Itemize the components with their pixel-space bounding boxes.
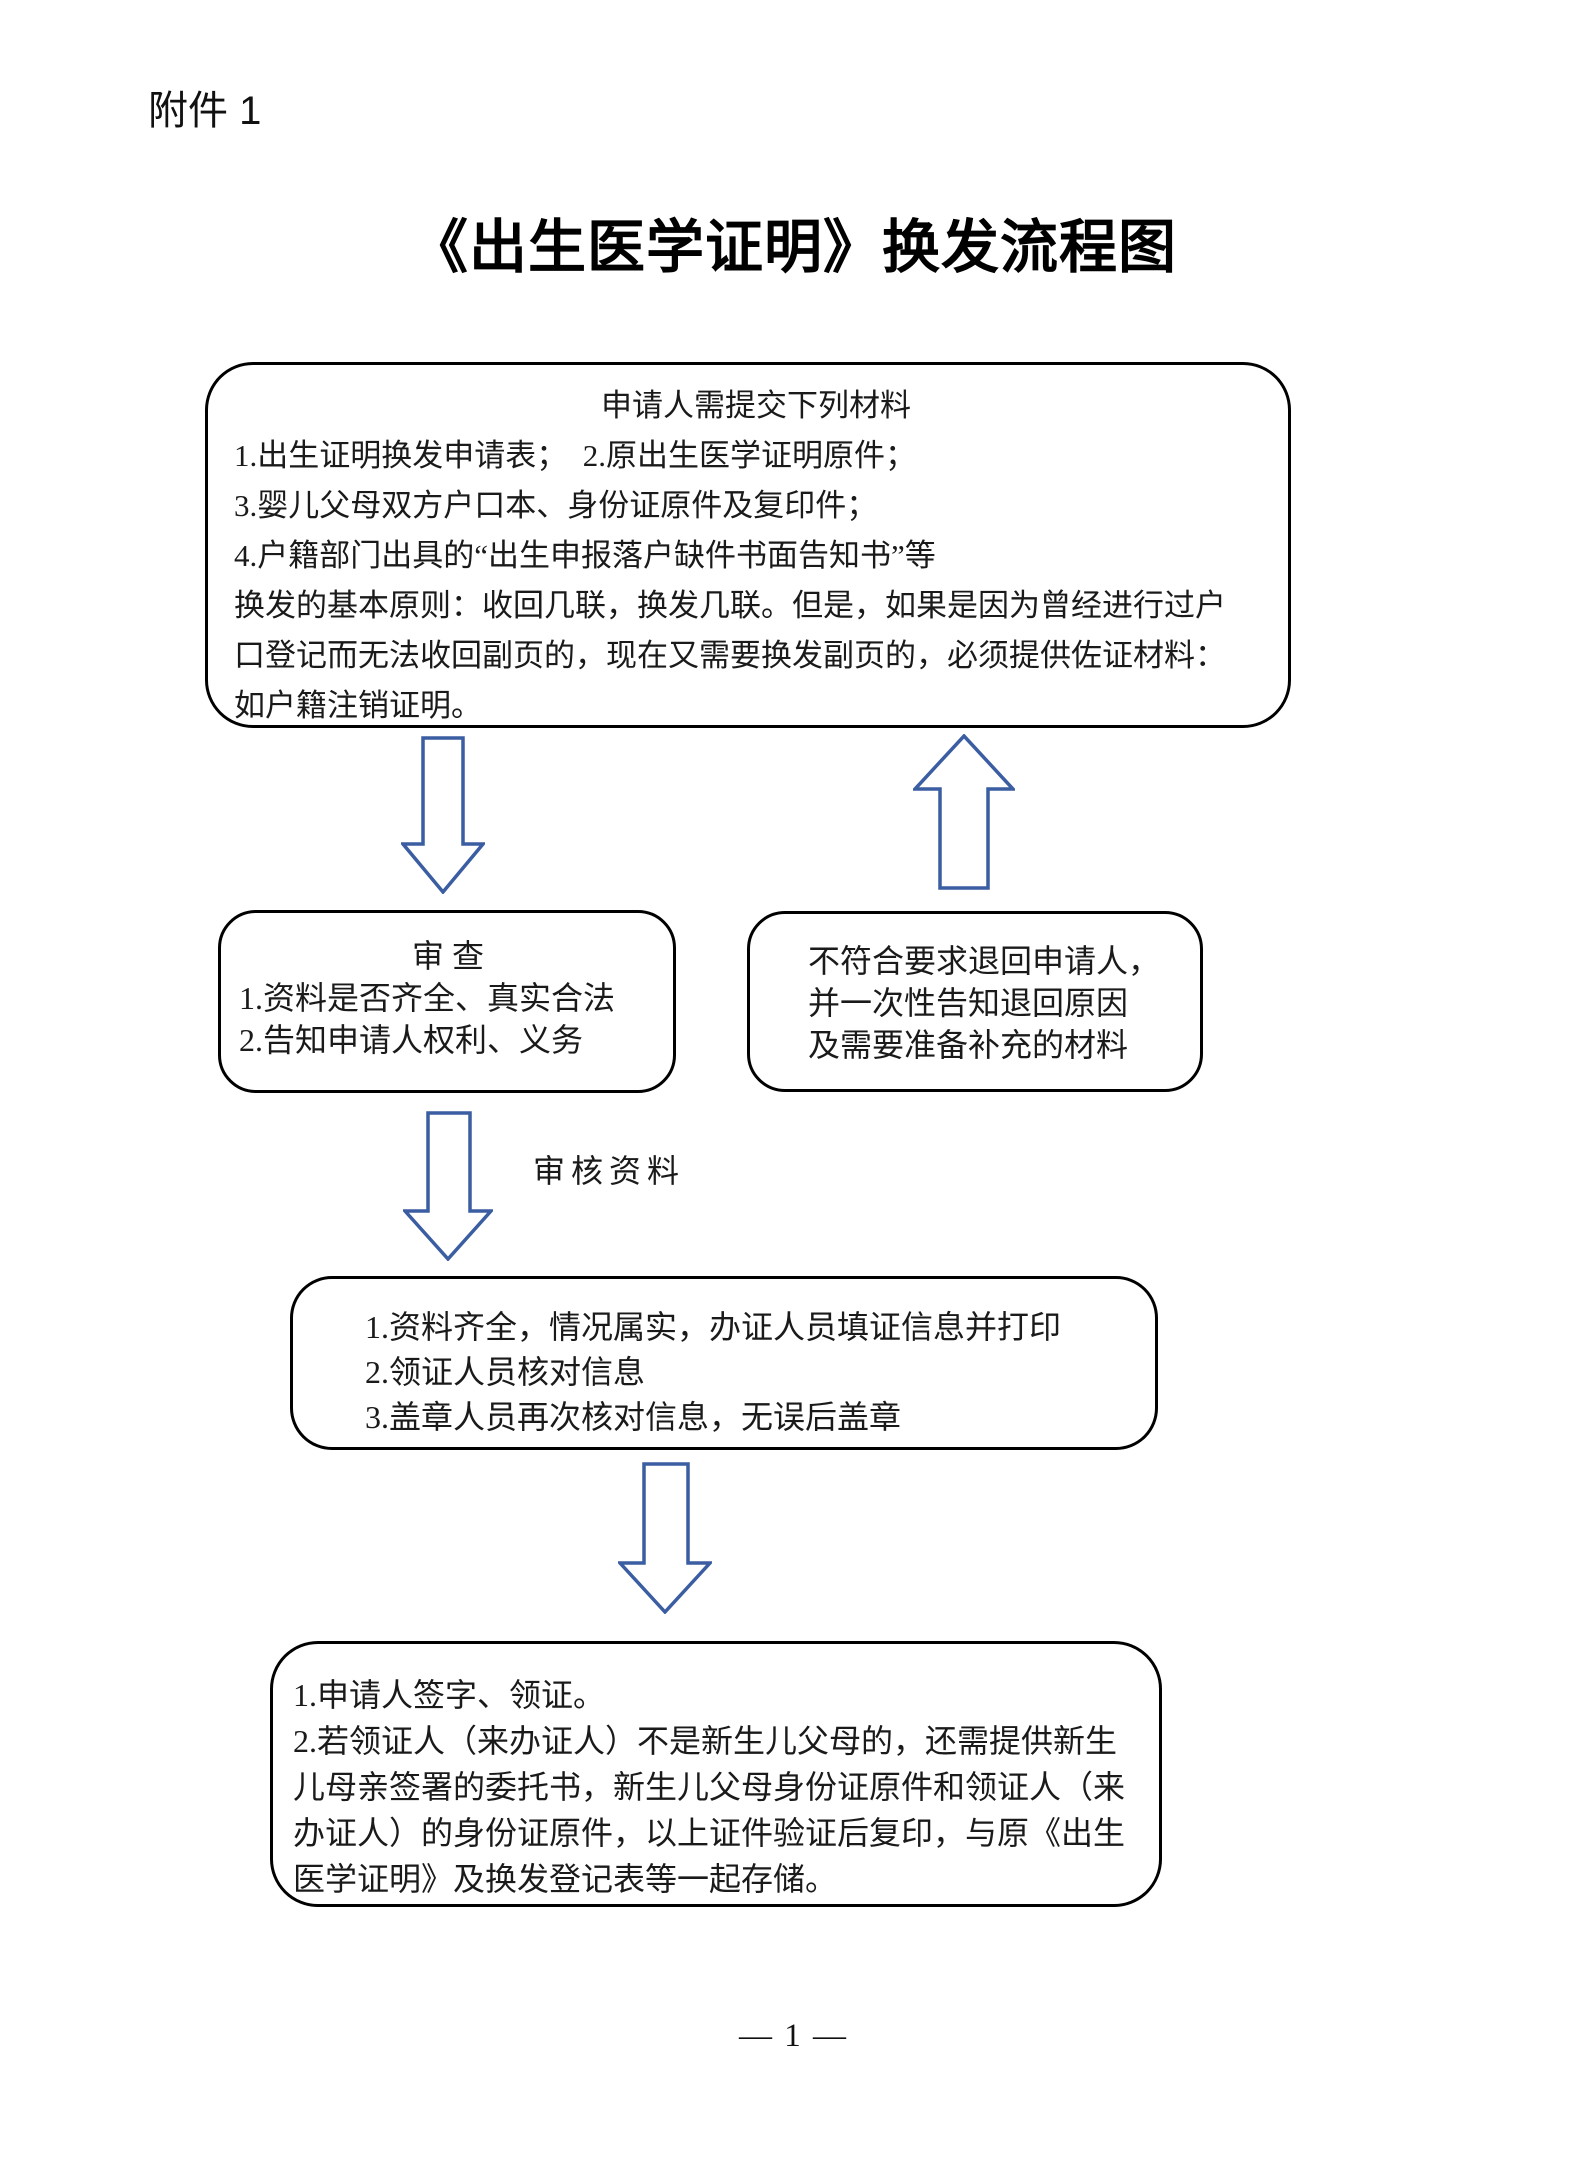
down-arrow-icon (401, 736, 485, 894)
materials-box-heading: 申请人需提交下列材料 (601, 388, 911, 423)
attachment-label: 附件 1 (148, 89, 262, 133)
page-number: — 1 — (739, 2018, 848, 2054)
process-box: 1.资料齐全，情况属实，办证人员填证信息并打印 2.领证人员核对信息 3.盖章人员再… (290, 1276, 1158, 1450)
review-box-lines: 1.资料是否齐全、真实合法 2.告知申请人权利、义务 (239, 977, 665, 1061)
final-box: 1.申请人签字、领证。 2.若领证人（来办证人）不是新生儿父母的，还需提供新生儿母… (270, 1641, 1162, 1907)
text-line: 1.出生证明换发申请表； 2.原出生医学证明原件； (234, 438, 916, 473)
text-line: 4.户籍部门出具的“出生申报落户缺件书面告知书”等 (234, 538, 936, 573)
text-line: 3.盖章人员再次核对信息，无误后盖章 (365, 1399, 902, 1435)
final-box-lines: 1.申请人签字、领证。 2.若领证人（来办证人）不是新生儿父母的，还需提供新生儿母… (293, 1672, 1145, 1902)
text-line: 并一次性告知退回原因 (808, 985, 1129, 1021)
text-line: 口登记而无法收回副页的，现在又需要换发副页的，必须提供佐证材料： (234, 638, 1226, 673)
text-line: 1.资料齐全，情况属实，办证人员填证信息并打印 (365, 1309, 1062, 1345)
text-line: 2.告知申请人权利、义务 (239, 1022, 584, 1058)
text-line: 医学证明》及换发登记表等一起存储。 (293, 1861, 838, 1897)
text-line: 办证人）的身份证原件，以上证件验证后复印，与原《出生 (293, 1815, 1126, 1851)
return-box-lines: 不符合要求退回申请人， 并一次性告知退回原因及需要准备补充的材料 (808, 940, 1192, 1066)
text-line: 及需要准备补充的材料 (808, 1027, 1129, 1063)
review-box: 审查 1.资料是否齐全、真实合法 2.告知申请人权利、义务 (218, 910, 676, 1093)
page-title: 《出生医学证明》换发流程图 (409, 215, 1177, 280)
process-box-lines: 1.资料齐全，情况属实，办证人员填证信息并打印 2.领证人员核对信息 3.盖章人员再… (365, 1305, 1145, 1440)
text-line: 不符合要求退回申请人， (808, 943, 1161, 979)
down-arrow-icon (403, 1111, 493, 1261)
review-arrow-label: 审核资料 (533, 1153, 686, 1189)
text-line: 3.婴儿父母双方户口本、身份证原件及复印件； (234, 488, 878, 523)
materials-box: 申请人需提交下列材料 1.出生证明换发申请表； 2.原出生医学证明原件； 3.婴儿… (205, 362, 1291, 728)
text-line: 儿母亲签署的委托书，新生儿父母身份证原件和领证人（来 (293, 1769, 1126, 1805)
return-box: 不符合要求退回申请人， 并一次性告知退回原因及需要准备补充的材料 (747, 911, 1203, 1092)
text-line: 1.资料是否齐全、真实合法 (239, 980, 616, 1016)
review-box-heading: 审查 (411, 938, 492, 974)
text-line: 1.申请人签字、领证。 (293, 1677, 606, 1713)
materials-box-lines: 1.出生证明换发申请表； 2.原出生医学证明原件； 3.婴儿父母双方户口本、身份证… (234, 431, 1278, 731)
down-arrow-icon (618, 1462, 712, 1614)
up-arrow-icon (913, 734, 1015, 890)
text-line: 换发的基本原则：收回几联，换发几联。但是，如果是因为曾经进行过户 (234, 588, 1226, 623)
text-line: 2.若领证人（来办证人）不是新生儿父母的，还需提供新生 (293, 1723, 1118, 1759)
text-line: 如户籍注销证明。 (234, 688, 482, 723)
text-line: 2.领证人员核对信息 (365, 1354, 646, 1390)
